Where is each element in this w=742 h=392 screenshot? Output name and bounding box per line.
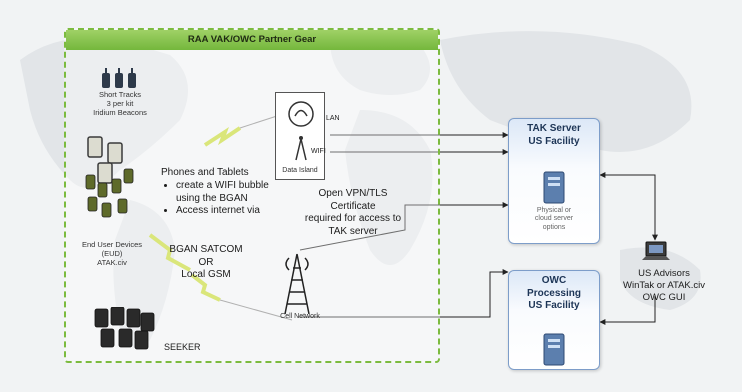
- lan-label: LAN: [326, 115, 340, 122]
- lightning-bolt-icon: [190, 273, 221, 302]
- us-advisors-label: US Advisors WinTak or ATAK.civ OWC GUI: [623, 268, 705, 303]
- tak-to-advisor-link: [599, 172, 658, 241]
- partner-gear-title: RAA VAK/OWC Partner Gear: [66, 30, 438, 50]
- partner-gear-region: RAA VAK/OWC Partner Gear: [64, 28, 440, 363]
- tak-server-note: Physical or cloud server options: [534, 207, 574, 231]
- end-user-devices-icon: [85, 136, 134, 218]
- owc-to-advisor-link: [599, 296, 656, 325]
- data-island-box: Data Island: [275, 92, 325, 180]
- iridium-beacon-icon: [102, 68, 136, 88]
- server-icon: [543, 171, 565, 204]
- vpn-certificate-note: Open VPN/TLS Certificate required for ac…: [304, 188, 402, 237]
- bgan-terminal-icon: [288, 101, 314, 127]
- bullet-access-internet: Access internet via: [176, 205, 274, 218]
- wifi-antenna-icon: [295, 136, 307, 161]
- phones-tablets-options: BGAN SATCOM OR Local GSM: [169, 244, 243, 280]
- tak-server-title: TAK Server US Facility: [527, 123, 581, 147]
- cell-to-owc-link: [298, 269, 509, 318]
- beacons-label: Short Tracks 3 per kit Iridium Beacons: [93, 90, 147, 117]
- end-user-devices-label: End User Devices (EUD) ATAK.civ: [81, 240, 143, 267]
- tak-server-box: TAK Server US Facility Physical or cloud…: [508, 118, 600, 244]
- bullet-wifi-bubble: create a WIFI bubble using the BGAN: [176, 180, 274, 205]
- lightning-bolt-icon: [203, 126, 242, 147]
- data-island-label: Data Island: [282, 167, 318, 174]
- owc-processing-box: OWC Processing US Facility: [508, 270, 600, 370]
- seeker-label: SEEKER: [164, 342, 201, 352]
- wifi-label: WIFI: [311, 148, 326, 155]
- phones-tablets-bullets: create a WIFI bubble using the BGAN Acce…: [160, 180, 274, 218]
- laptop-icon: [642, 241, 670, 260]
- lightning-bolt-icon: [148, 233, 191, 272]
- cell-tower-icon: [284, 253, 310, 315]
- seeker-device-icon: [94, 307, 155, 350]
- cell-network-label: Cell Network: [280, 313, 320, 320]
- vpn-link: [299, 202, 509, 251]
- server-icon: [543, 333, 565, 366]
- phones-tablets-heading: Phones and Tablets: [161, 167, 249, 178]
- owc-processing-title: OWC Processing US Facility: [527, 275, 581, 311]
